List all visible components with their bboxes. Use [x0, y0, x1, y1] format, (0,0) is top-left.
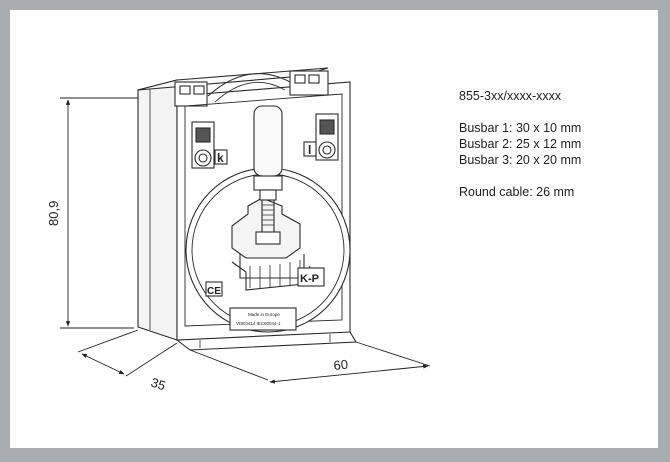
spec-text-block: 855-3xx/xxxx-xxxx Busbar 1: 30 x 10 mm B… — [459, 88, 581, 200]
terminal-mark-k: k — [217, 151, 224, 165]
ce-mark: CE — [207, 286, 221, 297]
busbar-list: Busbar 1: 30 x 10 mm Busbar 2: 25 x 12 m… — [459, 120, 581, 168]
width-dimension-label: 60 — [333, 357, 349, 373]
housing — [137, 67, 357, 351]
round-cable-spec: Round cable: 26 mm — [459, 185, 575, 199]
dimension-lines — [60, 97, 431, 384]
terminal-mark-l: l — [308, 143, 311, 157]
busbar-3-spec: Busbar 3: 20 x 20 mm — [459, 153, 582, 167]
busbar-2-spec: Busbar 2: 25 x 12 mm — [459, 137, 582, 151]
nameplate-line-2: VDE0414 IEC60044-1 — [236, 321, 281, 326]
height-dimension-label: 80,9 — [46, 201, 61, 226]
model-number: 855-3xx/xxxx-xxxx — [459, 89, 562, 103]
busbar-1-spec: Busbar 1: 30 x 10 mm — [459, 121, 582, 135]
nameplate-line-1: Made in Europe — [248, 312, 280, 317]
current-transformer-drawing: k l CE K-P Made in Europe VDE0414 IEC600… — [46, 67, 431, 394]
drawing-panel: k l CE K-P Made in Europe VDE0414 IEC600… — [10, 10, 658, 448]
polarity-mark: K-P — [300, 273, 319, 285]
depth-dimension-label: 35 — [149, 375, 167, 394]
